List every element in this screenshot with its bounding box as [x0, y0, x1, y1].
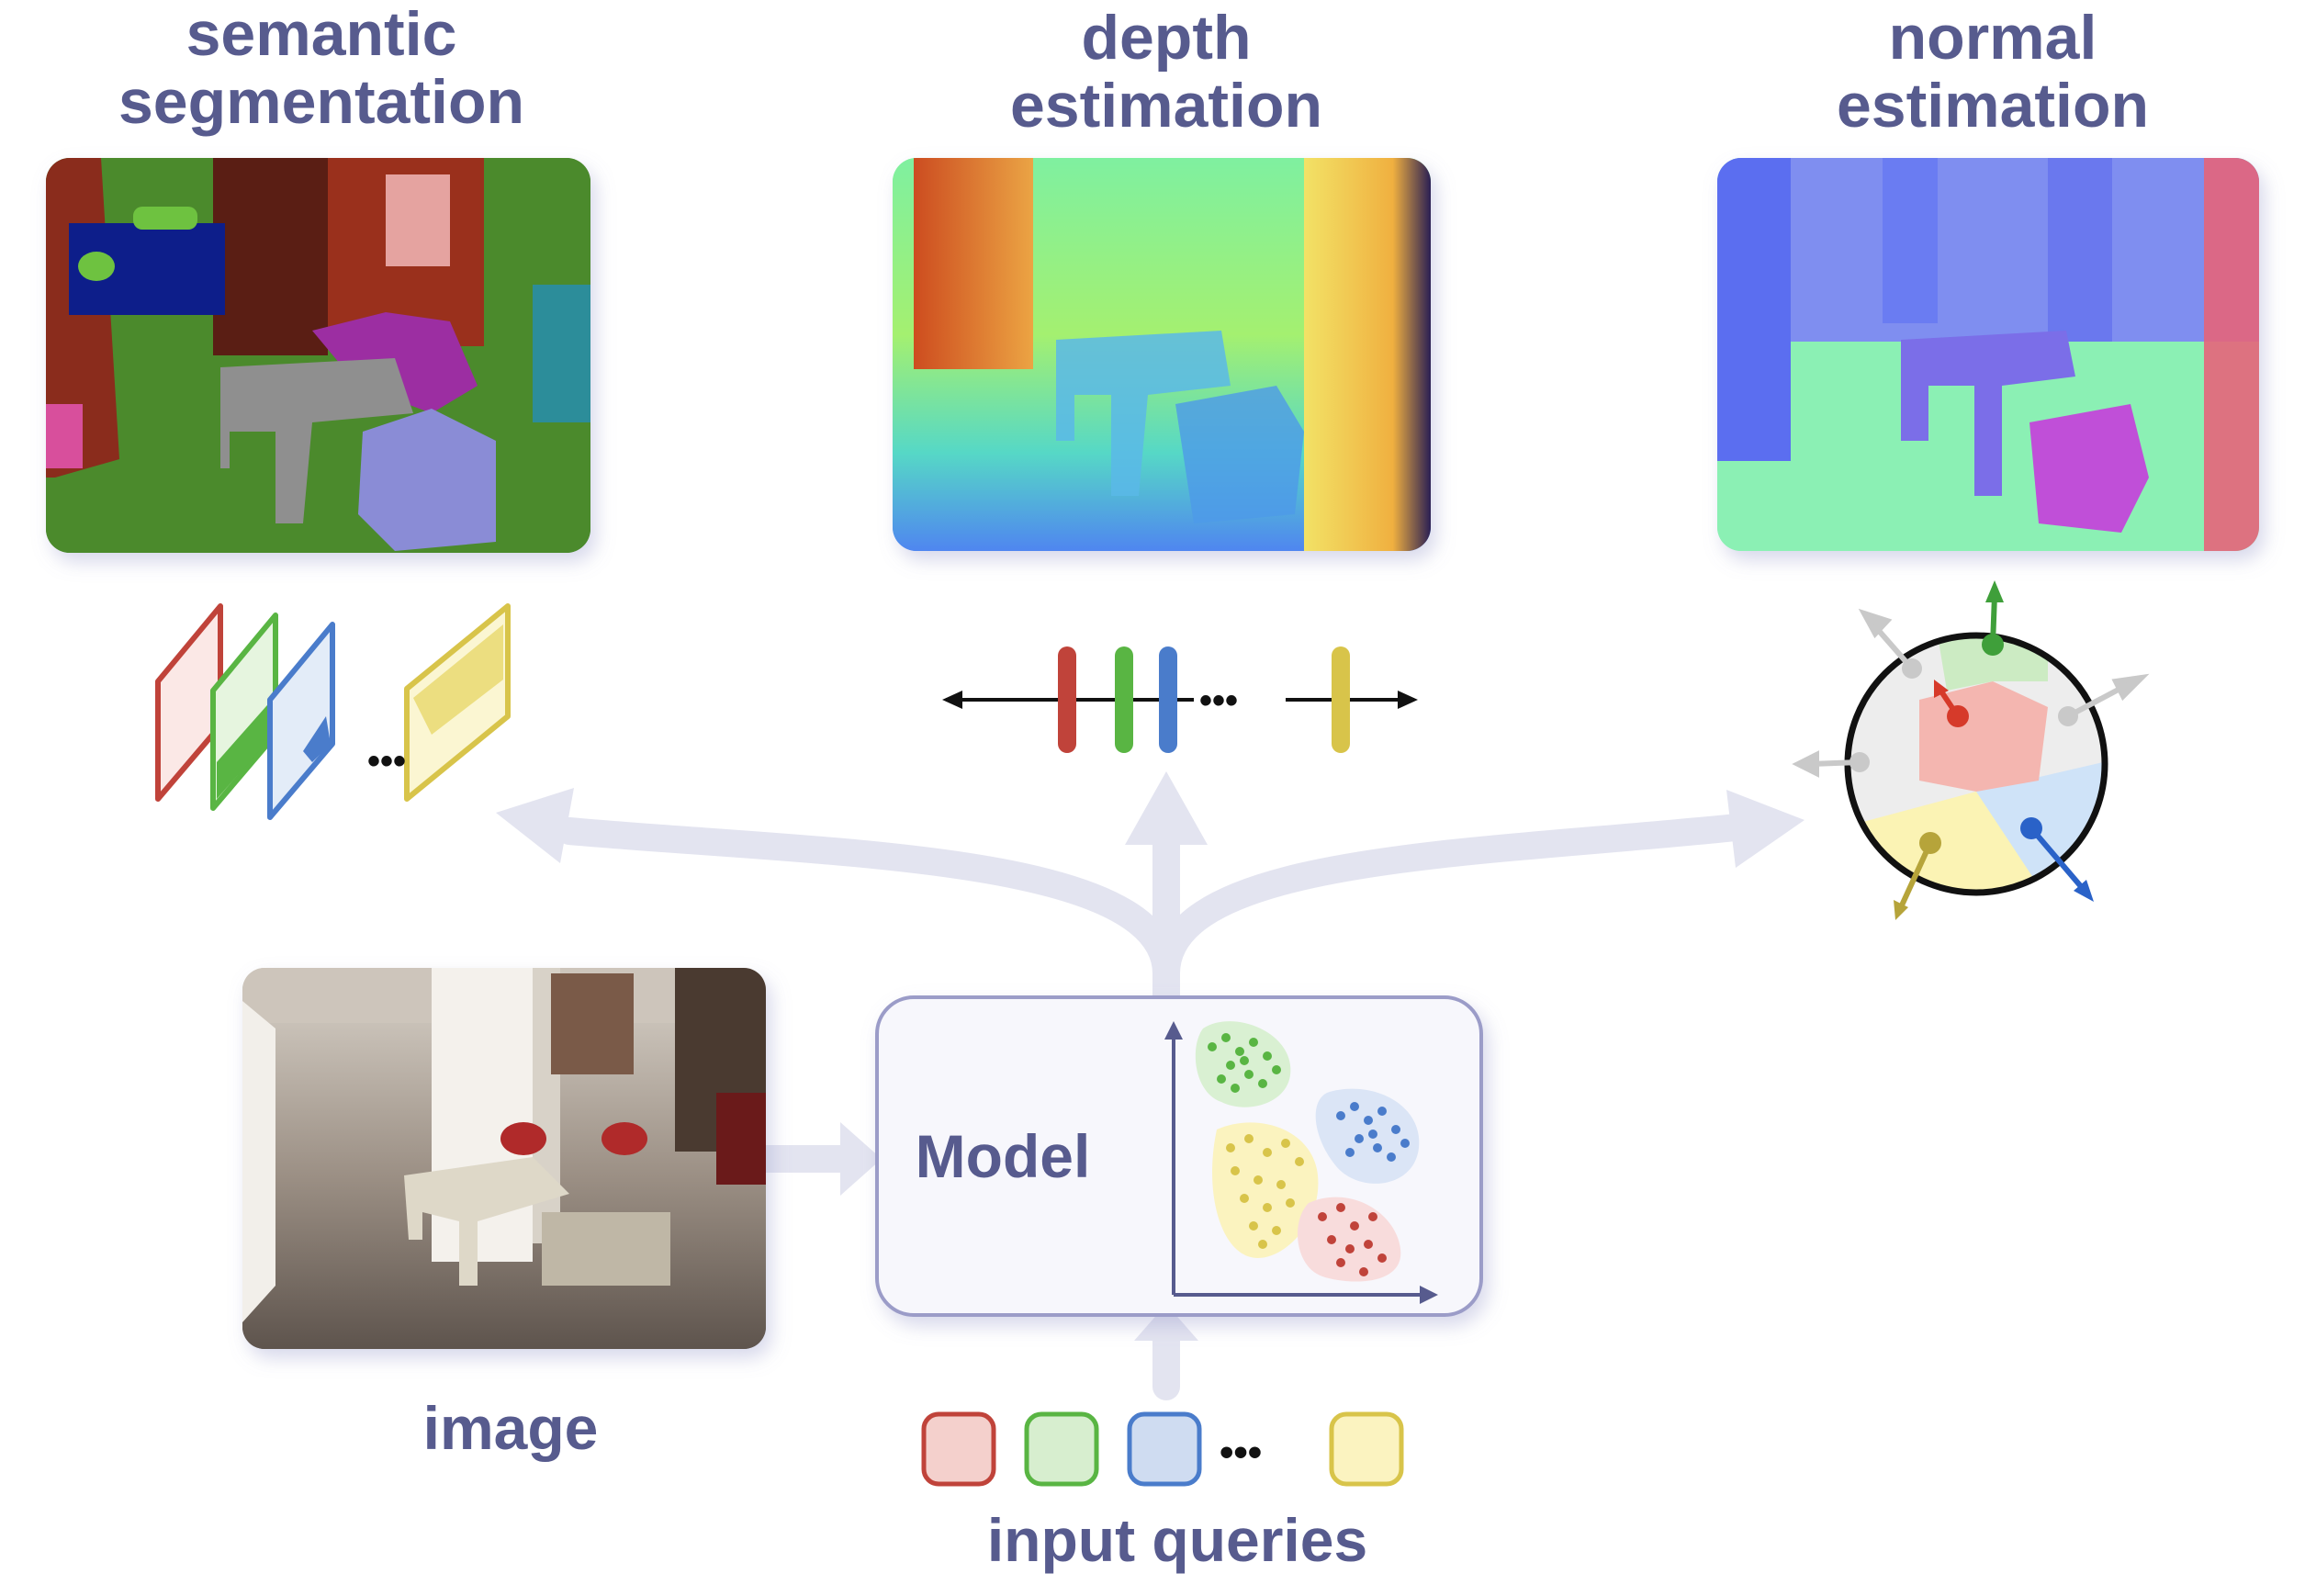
- image-label: image: [423, 1394, 599, 1462]
- photo-content: [242, 968, 766, 1349]
- embedding-clusters-plot: [1164, 1021, 1438, 1304]
- normal-estimation-title: normal estimation: [1836, 3, 2150, 140]
- query-ellipsis: •••: [1220, 1430, 1262, 1475]
- mask-ellipsis: •••: [367, 741, 406, 781]
- normal-sphere-icon: [1792, 580, 2150, 920]
- depth-ellipsis: •••: [1199, 680, 1238, 721]
- mask-stack-icon: [155, 603, 511, 820]
- segmentation-regions: [46, 158, 590, 553]
- arrow-heads: [496, 771, 1804, 1341]
- model-label: Model: [916, 1122, 1091, 1190]
- depth-estimation-title: depth estimation: [1009, 3, 1323, 140]
- depth-bins-icon: [942, 646, 1418, 753]
- depth-regions: [893, 158, 1431, 551]
- input-query-tokens: [921, 1411, 1404, 1487]
- semantic-segmentation-title: semantic segmentation: [118, 0, 525, 137]
- input-queries-label: input queries: [987, 1506, 1367, 1574]
- normal-regions: [1717, 158, 2259, 551]
